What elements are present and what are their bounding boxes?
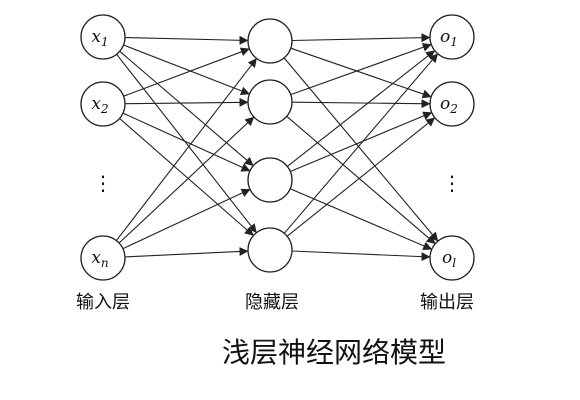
edge-hidden-0-output-1 [290, 47, 432, 99]
output-node-1-label: o1 [440, 27, 458, 49]
edge-hidden-3-output-0 [283, 53, 439, 234]
edge-hidden-1-output-2 [286, 115, 436, 245]
edge-input-0-hidden-1 [123, 44, 250, 96]
input-node-1-label: x1 [91, 27, 108, 49]
edge-hidden-2-output-2 [289, 188, 433, 251]
output-node-1 [429, 14, 475, 60]
hidden-node-4 [247, 227, 293, 273]
output-node-3 [429, 235, 475, 281]
input-node-3-label: xn [91, 248, 108, 270]
edge-hidden-1-output-0 [290, 43, 432, 96]
edge-input-2-hidden-0 [115, 58, 258, 241]
edge-input-1-hidden-3 [119, 118, 254, 236]
hidden-node-2 [247, 79, 293, 125]
diagram-title: 浅层神经网络模型 [222, 336, 446, 369]
edge-input-2-hidden-1 [118, 116, 255, 244]
edge-input-2-hidden-3 [124, 247, 249, 258]
edge-hidden-3-output-1 [286, 117, 436, 237]
edge-hidden-0-output-2 [283, 57, 439, 242]
edge-input-0-hidden-2 [119, 50, 254, 167]
edge-hidden-0-output-0 [291, 33, 431, 43]
hidden-layer-label: 隐藏层 [245, 292, 299, 313]
edge-input-2-hidden-2 [122, 188, 251, 250]
connections [115, 33, 439, 262]
edge-input-1-hidden-1 [124, 97, 249, 107]
edge-hidden-3-output-2 [291, 250, 431, 262]
output-ellipsis: ⋮ [442, 171, 462, 195]
input-ellipsis: ⋮ [93, 171, 113, 195]
edge-input-1-hidden-2 [122, 112, 251, 172]
input-node-3 [80, 235, 126, 281]
output-node-2-label: o2 [440, 94, 458, 116]
edge-hidden-1-output-1 [291, 99, 431, 109]
output-node-2 [429, 81, 475, 127]
edge-input-0-hidden-3 [116, 53, 257, 234]
hidden-node-3 [247, 157, 293, 203]
output-layer-label: 输出层 [420, 292, 474, 313]
input-node-1 [80, 14, 126, 60]
nodes: x1 x2 xn o1 o2 ol [80, 14, 475, 281]
hidden-node-1 [247, 18, 293, 64]
output-node-3-label: ol [442, 248, 456, 270]
edge-input-1-hidden-0 [123, 47, 250, 97]
edge-input-0-hidden-0 [124, 35, 249, 45]
edge-hidden-2-output-0 [286, 50, 436, 167]
input-node-2 [80, 81, 126, 127]
edge-hidden-2-output-1 [290, 111, 433, 173]
input-node-2-label: x2 [91, 94, 108, 116]
input-layer-label: 输入层 [76, 292, 130, 313]
